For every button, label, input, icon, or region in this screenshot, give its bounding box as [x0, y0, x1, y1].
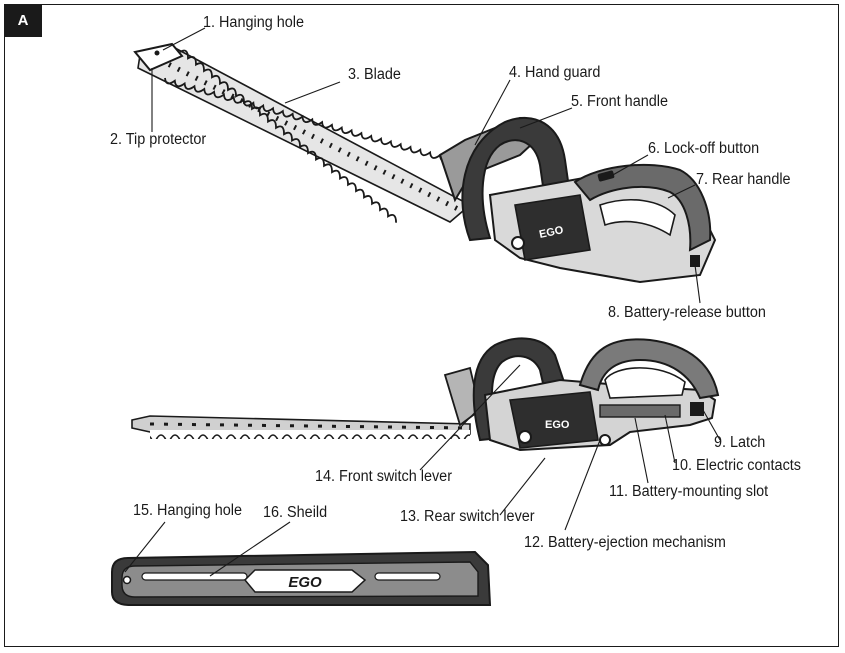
figure-frame [4, 4, 839, 647]
logo-side: EGO [545, 419, 570, 431]
label-rear-switch-lever: 13. Rear switch lever [400, 508, 535, 525]
label-front-switch-lever: 14. Front switch lever [315, 468, 453, 485]
tip-protector [133, 42, 184, 72]
label-latch: 9. Latch [714, 434, 766, 451]
label-battery-ejection-mechanism: 12. Battery-ejection mechanism [524, 534, 726, 551]
label-front-handle: 5. Front handle [571, 93, 668, 110]
label-lock-off-button: 6. Lock-off button [648, 140, 760, 157]
top-trimmer: EGO [133, 42, 717, 284]
leader-lines [124, 27, 721, 577]
label-sheath-hanging-hole: 15. Hanging hole [133, 502, 243, 519]
hanging-hole [154, 50, 160, 56]
label-rear-handle: 7. Rear handle [696, 171, 791, 188]
blade-top [137, 47, 472, 223]
blade-sheath: EGO [111, 550, 492, 606]
label-hanging-hole: 1. Hanging hole [203, 14, 304, 31]
logo-top: EGO [538, 224, 565, 241]
figure-badge: A [4, 4, 42, 37]
battery-mounting-slot [599, 404, 681, 418]
blade-side [131, 415, 471, 439]
label-battery-mounting-slot: 11. Battery-mounting slot [609, 483, 769, 500]
battery-release-button [690, 255, 700, 267]
front-handle [461, 116, 572, 242]
label-battery-release-button: 8. Battery-release button [608, 304, 766, 321]
lock-off-button [597, 170, 615, 182]
label-sheild: 16. Sheild [263, 504, 328, 521]
side-trimmer: EGO [131, 337, 720, 452]
label-blade: 3. Blade [348, 66, 401, 83]
label-hand-guard: 4. Hand guard [509, 64, 601, 81]
label-tip-protector: 2. Tip protector [110, 131, 207, 148]
latch [690, 402, 704, 416]
rear-handle [573, 163, 712, 252]
label-electric-contacts: 10. Electric contacts [672, 457, 801, 474]
rear-handle-side [578, 338, 720, 400]
logo-sheath: EGO [288, 574, 322, 591]
sheath-hanging-hole [122, 575, 132, 585]
